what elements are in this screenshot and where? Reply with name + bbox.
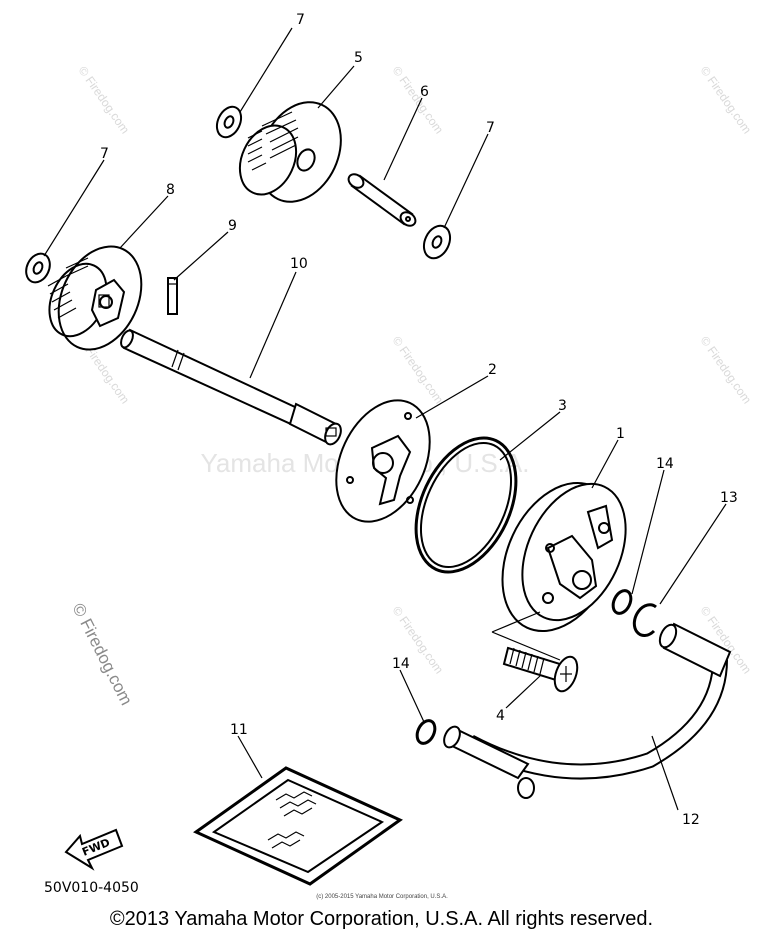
callout-8: 8 [166,182,175,198]
callout-labels: 7 5 6 7 7 8 9 10 2 3 1 14 13 14 4 11 12 [100,12,738,828]
watermark-tile: © Firedog.com [76,64,133,137]
callout-11: 11 [230,722,248,738]
washer-7-top [215,105,243,139]
plate-2 [335,399,431,523]
callout-14-upper: 14 [656,456,674,472]
watermark-tile: © Firedog.com [390,64,447,137]
callout-10: 10 [290,256,308,272]
screw-4 [491,611,579,693]
callout-2: 2 [488,362,497,378]
callout-5: 5 [354,50,363,66]
callout-7-top: 7 [296,12,305,28]
watermark-tile: © Firedog.com [698,64,755,137]
tube-12 [443,622,732,799]
diagram-code: 50V010-4050 [44,880,139,896]
callout-14-lower: 14 [392,656,410,672]
gear-5 [238,101,342,203]
callout-1: 1 [616,426,625,442]
ring-14-upper [611,589,633,615]
filter-11 [193,766,403,886]
rotor-1 [501,481,627,633]
callout-6: 6 [420,84,429,100]
watermark-tile: © Firedog.com [390,334,447,407]
fwd-arrow: FWD [64,828,124,871]
ring-14-lower [415,719,437,745]
gear-8 [47,245,143,351]
shaft-10 [120,328,342,446]
watermark-tile: © Firedog.com [698,334,755,407]
callout-12: 12 [682,812,700,828]
pin-9 [167,277,178,315]
pin-6 [347,173,417,227]
callout-7-right: 7 [486,120,495,136]
leader-lines [43,27,727,811]
washer-7-right [422,224,452,260]
fine-print: (c) 2005-2015 Yamaha Motor Corporation, … [316,894,448,900]
callout-13: 13 [720,490,738,506]
washer-7-left [25,252,51,284]
o-ring-3 [414,436,518,574]
callout-9: 9 [228,218,237,234]
callout-3: 3 [558,398,567,414]
callout-4: 4 [496,708,505,724]
callout-7-left: 7 [100,146,109,162]
watermark-side: © Firedog.com [68,600,136,708]
circlip-13 [632,603,657,637]
copyright-notice: ©2013 Yamaha Motor Corporation, U.S.A. A… [109,908,654,930]
